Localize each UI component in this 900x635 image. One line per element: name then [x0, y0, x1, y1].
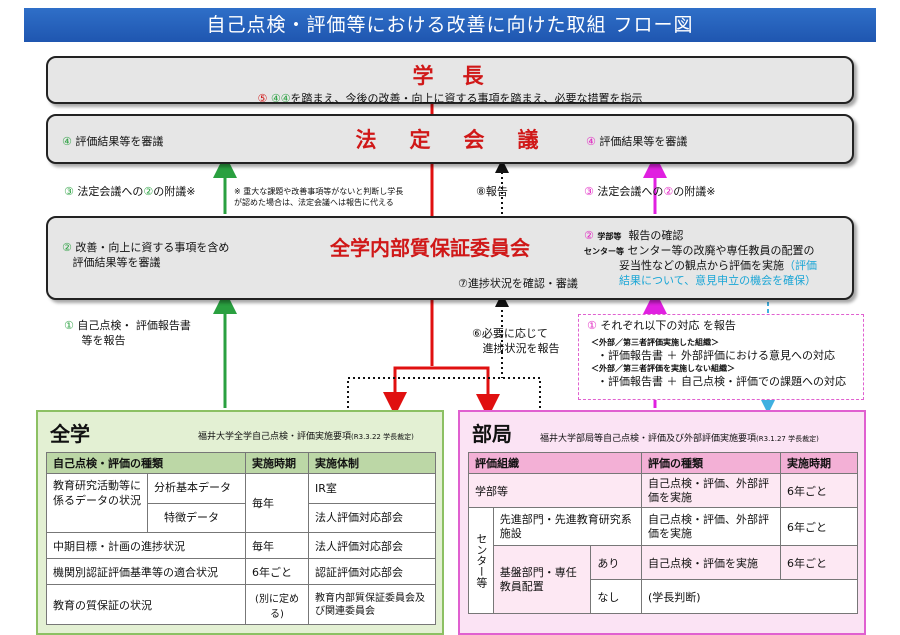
- zengaku-header: 実施時期: [245, 452, 309, 474]
- bukyoku-cell: 6年ごと: [780, 507, 858, 546]
- president-box: 学 長 ⑤ ④④を踏まえ、今後の改善・向上に資する事項を踏まえ、必要な措置を指示: [46, 56, 854, 105]
- bukyoku-subtitle: 福井大学部局等自己点検・評価及び外部評価実施要項(R3.1.27 学長裁定): [540, 434, 819, 444]
- zengaku-cell: 教育内部質保証委員会及び関連委員会: [308, 584, 436, 625]
- zengaku-panel: 全学 福井大学全学自己点検・評価実施要項(R3.3.22 学長裁定) 自己点検・…: [36, 410, 444, 635]
- zengaku-cell: 毎年: [245, 532, 309, 559]
- committee-center-note: ⑦進捗状況を確認・審議: [458, 277, 578, 290]
- report-sub1: ＜外部／第三者評価実施した組織＞: [591, 338, 719, 347]
- red-branch: [393, 366, 500, 418]
- table-row: 中期目標・計画の進捗状況 毎年 法人評価対応部会: [46, 532, 436, 559]
- bukyoku-cell: なし: [590, 579, 642, 614]
- committee-right-note: ② 学部等 報告の確認 センター等 センター等の改廃や専任教員の配置の 妥当性な…: [584, 229, 817, 287]
- bukyoku-cell: 6年ごと: [780, 473, 858, 508]
- bukyoku-header: 評価の種類: [641, 452, 781, 474]
- table-row: 基盤部門・専任教員配置 あり 自己点検・評価を実施 6年ごと: [469, 545, 858, 614]
- zengaku-cell: 分析基本データ: [148, 474, 245, 504]
- report-item2: ・評価報告書 ＋ 自己点検・評価での課題への対応: [597, 375, 846, 388]
- table-row: 学部等 自己点検・評価、外部評価を実施 6年ごと: [468, 473, 858, 508]
- bukyoku-cell: 6年ごと: [780, 545, 858, 580]
- bukyoku-cell: あり: [590, 545, 642, 580]
- president-title: 学 長: [412, 64, 488, 88]
- bukyoku-header: 評価組織: [468, 452, 642, 474]
- zengaku-cell: (別に定める): [245, 584, 309, 625]
- zengaku-cell: 法人評価対応部会: [315, 511, 403, 524]
- committee-left-note: ② 改善・向上に資する事項を含め 評価結果等を審議: [62, 241, 230, 269]
- bukyoku-center-label: センター等: [468, 507, 494, 614]
- bukyoku-cell: 基盤部門・専任教員配置: [492, 545, 592, 614]
- zengaku-table: 自己点検・評価の種類 実施時期 実施体制 教育研究活動等に係るデータの状況 分析…: [46, 452, 436, 625]
- zengaku-cell: 6年ごと: [245, 558, 309, 585]
- zengaku-cell: 教育の質保証の状況: [46, 584, 246, 625]
- dotted-branch: [347, 377, 541, 408]
- bukyoku-panel: 部局 福井大学部局等自己点検・評価及び外部評価実施要項(R3.1.27 学長裁定…: [458, 410, 866, 635]
- zengaku-subtitle: 福井大学全学自己点検・評価実施要項(R3.3.22 学長裁定): [198, 432, 414, 442]
- page-title: 自己点検・評価等における改善に向けた取組 フロー図: [24, 8, 876, 42]
- bukyoku-cell: 先進部門・先進教育研究系施設: [492, 507, 643, 546]
- mid-right-note: ③ 法定会議への②の附議※: [584, 185, 716, 198]
- bukyoku-cell: (学長判断): [641, 579, 858, 614]
- report-item1: ・評価報告書 ＋ 外部評価における意見への対応: [597, 349, 835, 362]
- zengaku-header: 自己点検・評価の種類: [46, 452, 246, 474]
- committee-title: 全学内部質保証委員会: [330, 236, 530, 260]
- committee-box: 全学内部質保証委員会 ② 改善・向上に資する事項を含め 評価結果等を審議 ⑦進捗…: [46, 216, 854, 300]
- bukyoku-table: 評価組織 評価の種類 実施時期 学部等 自己点検・評価、外部評価を実施 6年ごと…: [468, 452, 858, 614]
- bukyoku-cell: 自己点検・評価、外部評価を実施: [641, 507, 781, 546]
- zengaku-cell: 毎年: [245, 473, 309, 533]
- mid-center-note: ⑧報告: [476, 185, 508, 198]
- zengaku-cell: 機関別認証評価基準等の適合状況: [46, 558, 246, 585]
- zengaku-cell: 教育研究活動等に係るデータの状況: [47, 474, 148, 532]
- report-sub2: ＜外部／第三者評価を実施しない組織＞: [591, 364, 735, 373]
- table-row: 教育の質保証の状況 (別に定める) 教育内部質保証委員会及び関連委員会: [46, 584, 436, 625]
- lower-left-note: ① 自己点検・ 評価報告書 等を報告: [64, 319, 191, 347]
- report-head: ① それぞれ以下の対応 を報告: [587, 319, 736, 332]
- bukyoku-cell: 自己点検・評価を実施: [641, 545, 781, 580]
- zengaku-cell: IR室: [309, 474, 435, 504]
- council-box: 法 定 会 議 ④ 評価結果等を審議 ④ 評価結果等を審議: [46, 114, 854, 164]
- zengaku-cell: 認証評価対応部会: [308, 558, 436, 585]
- zengaku-header: 実施体制: [308, 452, 436, 474]
- bukyoku-cell: 学部等: [468, 473, 642, 508]
- table-row: 機関別認証評価基準等の適合状況 6年ごと 認証評価対応部会: [46, 558, 436, 585]
- lower-center-note: ⑥必要に応じて 進捗状況を報告: [472, 327, 560, 355]
- bukyoku-cell: 自己点検・評価、外部評価を実施: [641, 473, 781, 508]
- bukyoku-title: 部局: [472, 422, 512, 446]
- zengaku-title: 全学: [50, 422, 90, 446]
- zengaku-cell: 特徴データ: [164, 510, 219, 524]
- council-left-note: ④ 評価結果等を審議: [62, 135, 164, 148]
- bukyoku-header: 実施時期: [780, 452, 858, 474]
- council-title: 法 定 会 議: [355, 128, 545, 152]
- report-box: ① それぞれ以下の対応 を報告 ＜外部／第三者評価実施した組織＞ ・評価報告書 …: [578, 314, 864, 400]
- president-note: ⑤ ④④を踏まえ、今後の改善・向上に資する事項を踏まえ、必要な措置を指示: [257, 92, 643, 105]
- table-row: センター等 先進部門・先進教育研究系施設 自己点検・評価、外部評価を実施 6年ご…: [468, 507, 858, 614]
- mid-left-note: ③ 法定会議への②の附議※: [64, 185, 196, 198]
- zengaku-cell: 中期目標・計画の進捗状況: [46, 532, 246, 559]
- table-row: なし (学長判断): [469, 579, 858, 614]
- council-right-note: ④ 評価結果等を審議: [586, 135, 688, 148]
- zengaku-cell: 法人評価対応部会: [308, 532, 436, 559]
- mid-footnote: ※ 重大な課題や改善事項等がないと判断し学長が認めた場合は、法定会議へは報告に代…: [234, 187, 404, 207]
- table-row: 教育研究活動等に係るデータの状況 分析基本データ 特徴データ 毎年 IR室 法人…: [46, 473, 436, 533]
